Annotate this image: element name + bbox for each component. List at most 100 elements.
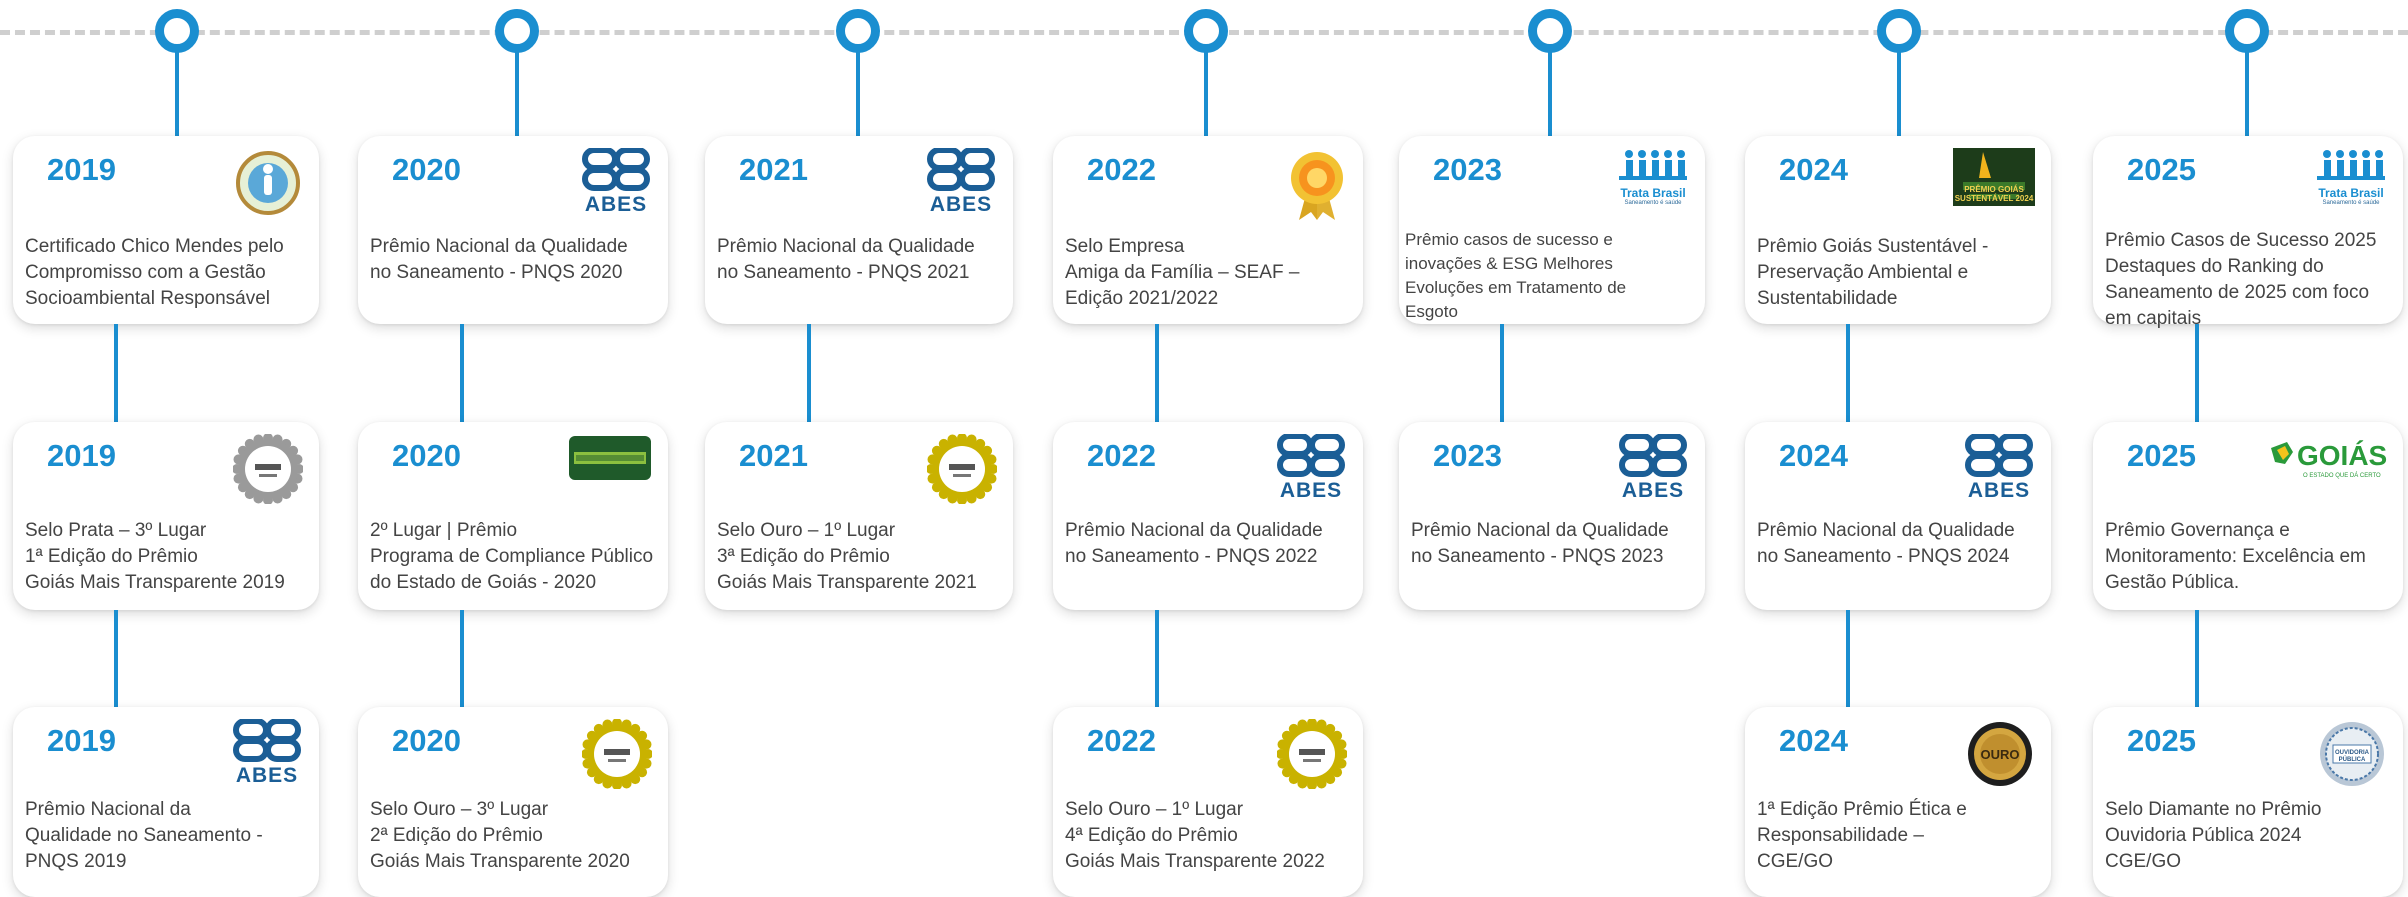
award-description: 2º Lugar | Prêmio Programa de Compliance… <box>370 520 654 593</box>
timeline-node-icon <box>155 9 199 53</box>
award-description: Prêmio Goiás Sustentável - Preservação A… <box>1757 236 1989 309</box>
silver-seal-icon <box>232 433 304 509</box>
timeline-connector <box>1204 52 1208 136</box>
abes-logo-text: ABES <box>929 193 993 216</box>
award-description: Prêmio Nacional da Qualidade no Saneamen… <box>717 236 975 283</box>
card-connector <box>2195 324 2199 422</box>
award-year: 2019 <box>47 723 116 758</box>
award-description: Prêmio Nacional da Qualidade no Saneamen… <box>370 236 628 283</box>
award-year: 2024 <box>1779 723 1848 758</box>
card-connector <box>1846 610 1850 707</box>
abes-logo-icon: ABES <box>580 147 652 215</box>
card-connector <box>114 610 118 707</box>
gold-seal-icon <box>581 718 653 794</box>
ouvidoria-seal-text: OUVIDORIA PÚBLICA <box>2335 750 2370 763</box>
award-description: Selo Ouro – 1º Lugar 3ª Edição do Prêmio… <box>717 520 977 593</box>
timeline-connector <box>515 52 519 136</box>
timeline-connector <box>175 52 179 136</box>
compliance-banner-icon <box>568 434 652 487</box>
award-card[interactable]: 2020 2º Lugar | Prêmio Programa de Compli… <box>358 422 668 610</box>
chico-mendes-seal-icon <box>233 148 303 223</box>
award-year: 2022 <box>1087 152 1156 187</box>
award-description: Prêmio Nacional da Qualidade no Saneamen… <box>1411 520 1669 567</box>
svg-text:OURO: OURO <box>1981 747 2020 762</box>
card-connector <box>1155 324 1159 422</box>
award-year: 2020 <box>392 152 461 187</box>
timeline-connector <box>2245 52 2249 136</box>
card-connector <box>2195 610 2199 707</box>
abes-logo-icon: ABES <box>231 718 303 787</box>
award-year: 2021 <box>739 152 808 187</box>
award-description: Selo Diamante no Prêmio Ouvidoria Públic… <box>2105 799 2322 872</box>
timeline-node-icon <box>1877 9 1921 53</box>
abes-logo-text: ABES <box>235 764 299 787</box>
abes-logo-text: ABES <box>1967 479 2031 502</box>
family-award-medal-icon <box>1287 148 1347 227</box>
card-connector <box>807 324 811 422</box>
trata-brasil-text: Trata Brasil <box>1620 186 1686 200</box>
trata-brasil-text: Trata Brasil <box>2318 186 2384 200</box>
card-connector <box>1500 324 1504 422</box>
award-description: Prêmio Governança e Monitoramento: Excel… <box>2105 520 2366 593</box>
award-year: 2019 <box>47 438 116 473</box>
card-connector <box>114 324 118 422</box>
timeline-node-icon <box>1528 9 1572 53</box>
award-description: Prêmio Nacional da Qualidade no Saneamen… <box>25 799 263 872</box>
award-year: 2021 <box>739 438 808 473</box>
gold-seal-icon <box>1276 718 1348 794</box>
goias-sustentavel-text: PRÊMIO GOIÁS SUSTENTÁVEL 2024 <box>1954 185 2034 203</box>
abes-logo-icon: ABES <box>1275 433 1347 502</box>
award-year: 2023 <box>1433 152 1502 187</box>
award-year: 2024 <box>1779 152 1848 187</box>
award-description: Selo Empresa Amiga da Família – SEAF – E… <box>1065 236 1300 309</box>
award-year: 2025 <box>2127 438 2196 473</box>
timeline-node-icon <box>836 9 880 53</box>
award-year: 2020 <box>392 438 461 473</box>
timeline-node-icon <box>495 9 539 53</box>
abes-logo-text: ABES <box>1279 479 1343 502</box>
abes-logo-text: ABES <box>1621 479 1685 502</box>
card-connector <box>1846 324 1850 422</box>
award-description: Certificado Chico Mendes pelo Compromiss… <box>25 236 284 309</box>
timeline-node-icon <box>1184 9 1228 53</box>
ouro-medal-icon: OURO <box>1965 719 2035 794</box>
abes-logo-icon: ABES <box>1963 433 2035 502</box>
award-description: Selo Ouro – 3º Lugar 2ª Edição do Prêmio… <box>370 799 630 872</box>
award-year: 2020 <box>392 723 461 758</box>
award-year: 2019 <box>47 152 116 187</box>
award-card[interactable]: 2024 1ª Edição Prêmio Ética e Responsabil… <box>1745 707 2051 897</box>
award-description: 1ª Edição Prêmio Ética e Responsabilidad… <box>1757 799 1967 872</box>
card-connector <box>1155 610 1159 707</box>
timeline-node-icon <box>2225 9 2269 53</box>
abes-logo-icon: ABES <box>925 147 997 216</box>
abes-logo-icon: ABES <box>1617 433 1689 502</box>
goias-sustentavel-badge-icon: PRÊMIO GOIÁS SUSTENTÁVEL 2024 <box>1953 148 2035 206</box>
award-description: Prêmio casos de sucesso e inovações & ES… <box>1405 230 1627 321</box>
award-year: 2022 <box>1087 723 1156 758</box>
timeline-connector <box>1548 52 1552 136</box>
card-connector <box>460 610 464 707</box>
award-year: 2025 <box>2127 723 2196 758</box>
timeline-connector <box>856 52 860 136</box>
card-connector <box>460 324 464 422</box>
